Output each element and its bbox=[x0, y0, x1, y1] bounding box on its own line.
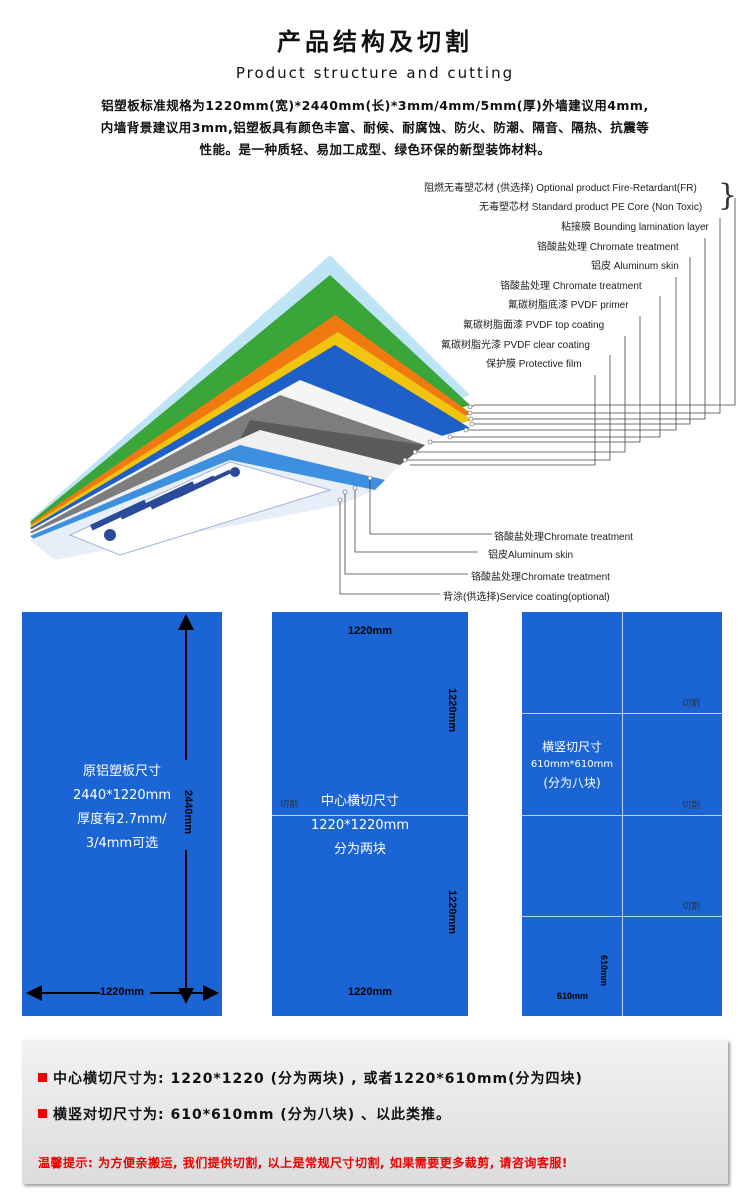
panel2-line-2: 1220*1220mm bbox=[311, 818, 409, 833]
layer-label-back-coating: 背涂(供选择)Service coating(optional) bbox=[443, 592, 610, 603]
description-line-3: 性能。是一种质轻、易加工成型、绿色环保的新型装饰材料。 bbox=[199, 142, 551, 157]
panel2-line-3: 分为两块 bbox=[333, 842, 386, 857]
layer-label-bottom-chromate-2: 铬酸盐处理Chromate treatment bbox=[471, 572, 610, 583]
layer-label-primer: 氟碳树脂底漆 PVDF primer bbox=[508, 300, 629, 311]
panel3-width-label: 610mm bbox=[557, 991, 589, 1001]
panel3-text: 横竖切尺寸 610mm*610mm (分为八块) bbox=[522, 738, 622, 792]
half-cut-panel-diagram bbox=[272, 612, 468, 1016]
panel1-line-1: 原铝塑板尺寸 bbox=[82, 764, 161, 779]
panel2-height-bottom-label: 1220mm bbox=[446, 890, 458, 935]
panel3-line-1: 横竖切尺寸 bbox=[541, 740, 602, 754]
warning-note: 温馨提示: 为方便亲搬运, 我们提供切割, 以上是常规尺寸切割, 如果需要更多裁… bbox=[38, 1156, 568, 1170]
panel1-line-2: 2440*1220mm bbox=[73, 788, 171, 803]
full-panel-diagram bbox=[22, 612, 222, 1016]
panel3-cut-line-3 bbox=[522, 916, 722, 917]
description-line-2: 内墙背景建议用3mm,铝塑板具有颜色丰富、耐候、耐腐蚀、防火、防潮、隔音、隔热、… bbox=[100, 120, 650, 135]
panel2-cut-line bbox=[272, 815, 468, 816]
panel3-line-2: 610mm*610mm bbox=[530, 759, 614, 770]
layer-label-clear-coating: 氟碳树脂光漆 PVDF clear coating bbox=[441, 340, 590, 351]
layer-label-top-coating: 氟碳树脂面漆 PVDF top coating bbox=[463, 320, 605, 331]
layer-label-chromate-1: 铬酸盐处理 Chromate treatment bbox=[537, 242, 679, 253]
layer-label-aluminum: 铝皮 Aluminum skin bbox=[591, 261, 679, 272]
layer-label-chromate-2: 铬酸盐处理 Chromate treatment bbox=[500, 281, 642, 292]
brace-icon: } bbox=[718, 178, 738, 213]
layer-structure-illustration bbox=[30, 198, 736, 595]
panel1-line-4: 3/4mm可选 bbox=[85, 836, 159, 851]
layer-label-fr-core: 阻燃无毒塑芯材 (供选择) Optional product Fire-Reta… bbox=[424, 183, 697, 194]
panel1-width-label: 1220mm bbox=[100, 986, 145, 998]
red-square-icon bbox=[38, 1109, 47, 1118]
notes-box: 中心横切尺寸为: 1220*1220 (分为两块) , 或者1220*610mm… bbox=[22, 1040, 728, 1184]
panel3-line-3: (分为八块) bbox=[543, 776, 601, 790]
panel3-cut-line-1 bbox=[522, 713, 722, 714]
panel3-vertical-cut-line bbox=[622, 612, 623, 1016]
description: 铝塑板标准规格为1220mm(宽)*2440mm(长)*3mm/4mm/5mm(… bbox=[60, 95, 690, 161]
panel3-cut-label-2: 切割 bbox=[682, 800, 701, 810]
panel2-cut-label: 切割 bbox=[280, 799, 299, 809]
panel2-line-1: 中心横切尺寸 bbox=[320, 794, 399, 809]
panel3-cut-label-1: 切割 bbox=[682, 698, 701, 708]
layer-label-pe-core: 无毒塑芯材 Standard product PE Core (Non Toxi… bbox=[479, 202, 703, 213]
panel3-cut-label-3: 切割 bbox=[682, 901, 701, 911]
panel3-cut-line-2 bbox=[522, 815, 722, 816]
panel2-width-bottom-label: 1220mm bbox=[348, 986, 393, 998]
panel2-text: 中心横切尺寸 1220*1220mm 分为两块 bbox=[290, 790, 430, 862]
panel3-height-label: 610mm bbox=[599, 955, 609, 987]
layer-label-bottom-chromate-1: 铬酸盐处理Chromate treatment bbox=[494, 532, 633, 543]
panel1-line-3: 厚度有2.7mm/ bbox=[77, 812, 167, 827]
page-title: 产品结构及切割 bbox=[277, 28, 473, 56]
note-line-2: 横竖对切尺寸为: 610*610mm (分为八块) 、以此类推。 bbox=[38, 1104, 451, 1124]
note-line-1: 中心横切尺寸为: 1220*1220 (分为两块) , 或者1220*610mm… bbox=[38, 1068, 583, 1088]
layer-label-bonding: 粘接膜 Bounding lamination layer bbox=[561, 222, 709, 233]
panel2-height-top-label: 1220mm bbox=[446, 688, 458, 733]
panel2-width-top-label: 1220mm bbox=[348, 625, 393, 637]
layer-label-bottom-aluminum: 铝皮Aluminum skin bbox=[488, 550, 574, 561]
layer-label-protective-film: 保护膜 Protective film bbox=[486, 359, 582, 370]
page-subtitle: Product structure and cutting bbox=[235, 64, 515, 82]
panel1-height-label: 2440mm bbox=[182, 790, 194, 835]
panel1-text: 原铝塑板尺寸 2440*1220mm 厚度有2.7mm/ 3/4mm可选 bbox=[22, 760, 222, 856]
red-square-icon bbox=[38, 1073, 47, 1082]
description-line-1: 铝塑板标准规格为1220mm(宽)*2440mm(长)*3mm/4mm/5mm(… bbox=[101, 98, 649, 113]
back-print-area bbox=[68, 461, 332, 556]
